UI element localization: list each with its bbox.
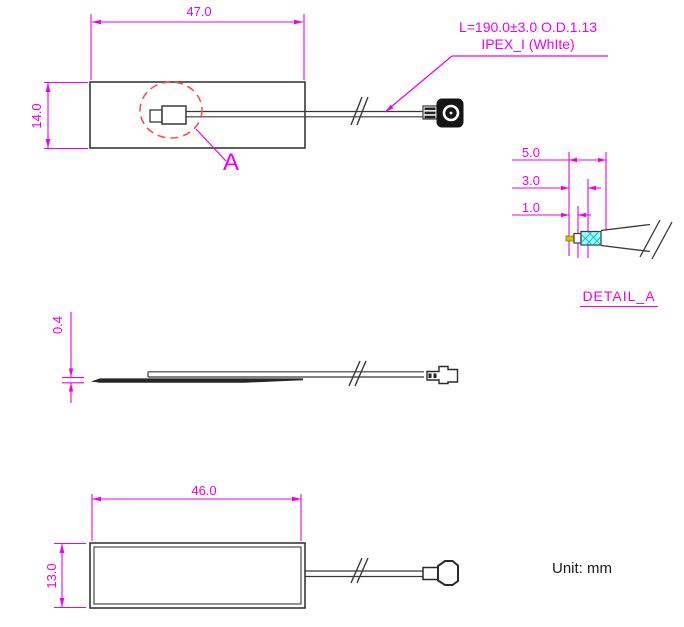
center-pin xyxy=(565,235,575,242)
break-symbol-side xyxy=(348,360,367,387)
antenna-outline-bottom xyxy=(89,542,306,609)
dim-14 xyxy=(44,81,88,150)
detail-a-view xyxy=(512,152,673,260)
cable-spec-label: L=190.0±3.0 O.D.1.13 xyxy=(458,19,598,35)
detail-a-title: DETAIL_A xyxy=(580,288,658,308)
pcb-edge xyxy=(91,378,303,383)
dim-13 xyxy=(54,542,86,609)
cable-label-leader xyxy=(384,55,608,113)
connector-type-label: IPEX_I (WhIte) xyxy=(481,36,575,52)
detail-callout-a: A xyxy=(223,149,240,176)
dim-label-04: 0.4 xyxy=(50,315,65,335)
dim-label-47: 47.0 xyxy=(186,4,212,19)
top-view xyxy=(89,81,464,162)
cable-jacket-detail xyxy=(600,219,673,260)
dim-label-3: 3.0 xyxy=(521,173,540,188)
bottom-view xyxy=(89,542,459,609)
dielectric xyxy=(573,232,582,244)
dim-label-14: 14.0 xyxy=(29,103,44,129)
leader-line-a xyxy=(195,128,227,162)
dim-47 xyxy=(90,14,305,80)
dim-46 xyxy=(91,494,302,541)
break-symbol-bottom xyxy=(350,557,369,584)
dim-label-46: 46.0 xyxy=(191,483,217,498)
dim-04 xyxy=(62,312,84,403)
ipex-connector-side xyxy=(426,365,459,385)
dim-label-5: 5.0 xyxy=(521,145,540,160)
braid-section xyxy=(580,230,602,246)
antenna-outline-top xyxy=(89,81,306,149)
break-symbol-top xyxy=(350,96,369,126)
detail-circle xyxy=(139,81,203,139)
ipex-connector-bottom xyxy=(422,560,459,586)
feed-tip xyxy=(149,109,163,123)
dim-label-13: 13.0 xyxy=(44,563,59,589)
unit-note: Unit: mm xyxy=(552,560,612,577)
solder-pad xyxy=(161,105,187,125)
side-view xyxy=(91,360,459,387)
dim-label-1: 1.0 xyxy=(521,200,540,215)
ipex-connector-top xyxy=(422,98,464,128)
